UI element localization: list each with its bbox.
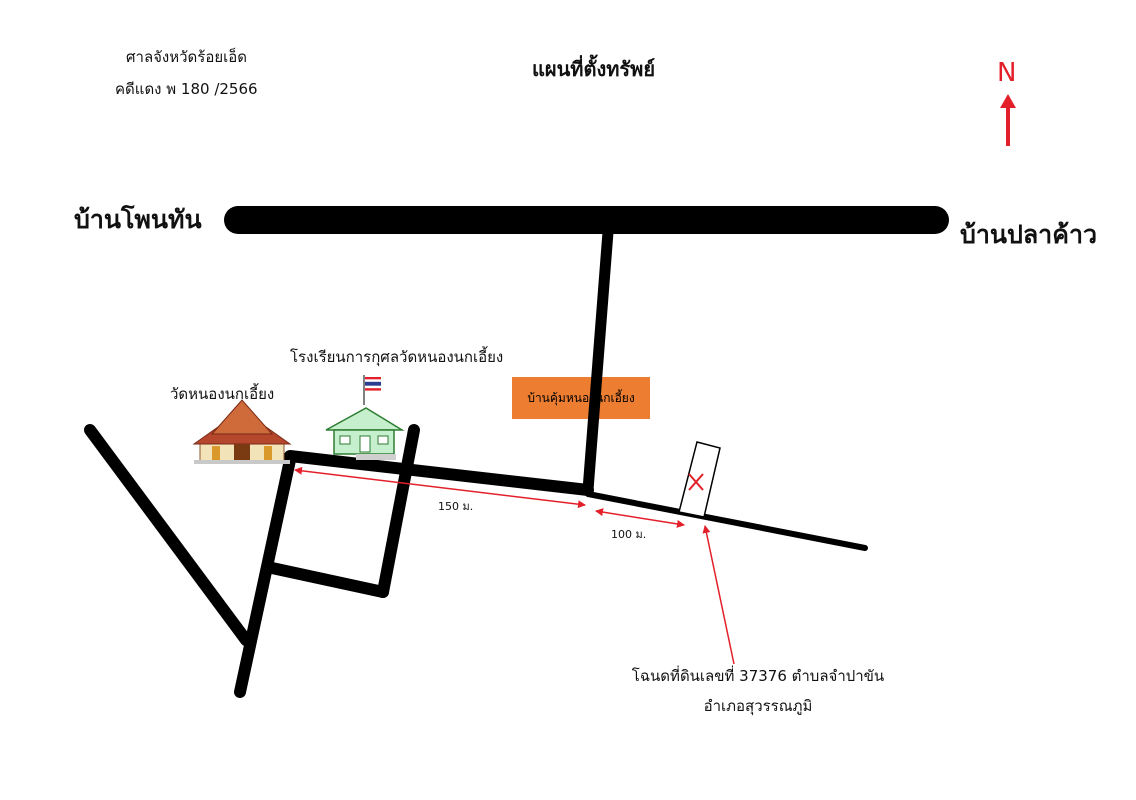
village-road-east bbox=[585, 491, 868, 551]
distance-150-arrow bbox=[294, 466, 586, 509]
case-number: คดีแดง พ 180 /2566 bbox=[115, 80, 258, 98]
connecting-road bbox=[582, 231, 614, 491]
deed-line-1: โฉนดที่ดินเลขที่ 37376 ตำบลจำปาขัน bbox=[631, 667, 885, 685]
thai-flag-icon bbox=[363, 375, 381, 405]
loop-road-west bbox=[234, 454, 296, 698]
distance-100-label: 100 ม. bbox=[611, 528, 647, 541]
loop-road-south bbox=[266, 562, 389, 598]
deed-line-2: อำเภอสุวรรณภูมิ bbox=[703, 697, 813, 715]
village-east-label: บ้านปลาค้าว bbox=[960, 220, 1098, 249]
school-label: โรงเรียนการกุศลวัดหนองนกเอี้ยง bbox=[290, 348, 504, 366]
court-name: ศาลจังหวัดร้อยเอ็ด bbox=[126, 48, 248, 66]
community-label: บ้านคุ้มหนองนกเอี้ยง bbox=[512, 377, 650, 419]
deed-pointer-arrow bbox=[702, 525, 735, 665]
north-arrow-icon bbox=[1000, 94, 1016, 146]
temple-icon bbox=[192, 399, 292, 464]
north-label: N bbox=[997, 58, 1017, 88]
village-west-label: บ้านโพนทัน bbox=[74, 205, 202, 234]
village-road-west bbox=[284, 450, 594, 496]
diagonal-road bbox=[84, 424, 252, 646]
school-icon bbox=[325, 407, 405, 460]
loop-road-east bbox=[377, 424, 420, 598]
x-mark-icon bbox=[688, 473, 704, 491]
property-parcel bbox=[678, 441, 721, 518]
temple-label: วัดหนองนกเอี้ยง bbox=[170, 385, 275, 403]
map-title: แผนที่ตั้งทรัพย์ bbox=[532, 57, 656, 81]
distance-100-arrow bbox=[595, 508, 685, 528]
